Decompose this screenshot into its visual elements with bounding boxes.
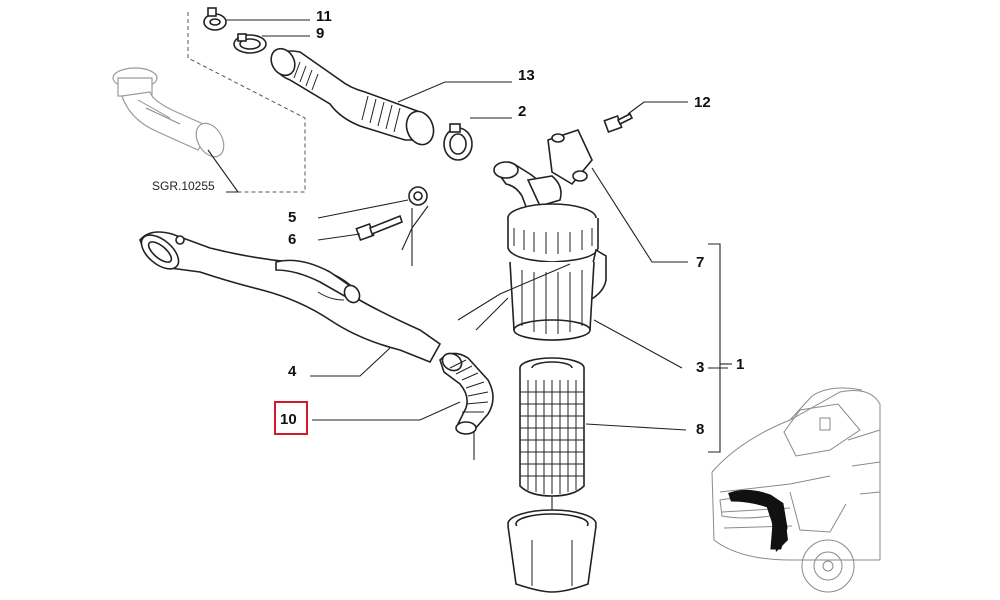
sensor-7: [547, 129, 593, 186]
reference-code: SGR.10255: [152, 179, 215, 193]
bellows-hose-10: [439, 352, 494, 435]
callout-9: 9: [316, 25, 324, 42]
callout-11: 11: [316, 8, 332, 25]
filter-bottom-cup: [507, 509, 597, 593]
callout-12: 12: [694, 94, 711, 111]
nut-5: [408, 186, 428, 206]
callout-5: 5: [288, 209, 296, 226]
callout-8: 8: [696, 421, 704, 438]
bolt-12: [603, 112, 634, 134]
callout-10-highlight: [274, 401, 308, 435]
callout-1: 1: [736, 356, 744, 373]
callout-4: 4: [288, 363, 297, 380]
bolt-6: [355, 214, 403, 242]
callout-10: 10: [280, 411, 297, 428]
callout-3: 3: [696, 359, 704, 376]
clamp-9: [233, 33, 267, 54]
callout-13: 13: [518, 67, 535, 84]
reference-frame: [187, 12, 306, 193]
hose-13: [270, 47, 435, 146]
clamp-2: [443, 123, 473, 161]
filter-cartridge-8: [519, 357, 585, 497]
reference-intake-part: [112, 67, 225, 158]
vehicle-location-thumbnail: [711, 387, 881, 593]
filter-housing: [493, 161, 607, 341]
callout-2: 2: [518, 103, 526, 120]
group-bracket-1: [708, 243, 732, 453]
callout-6: 6: [288, 231, 296, 248]
clamp-11: [203, 7, 227, 31]
callout-7: 7: [696, 254, 704, 271]
duct-4: [139, 231, 442, 364]
